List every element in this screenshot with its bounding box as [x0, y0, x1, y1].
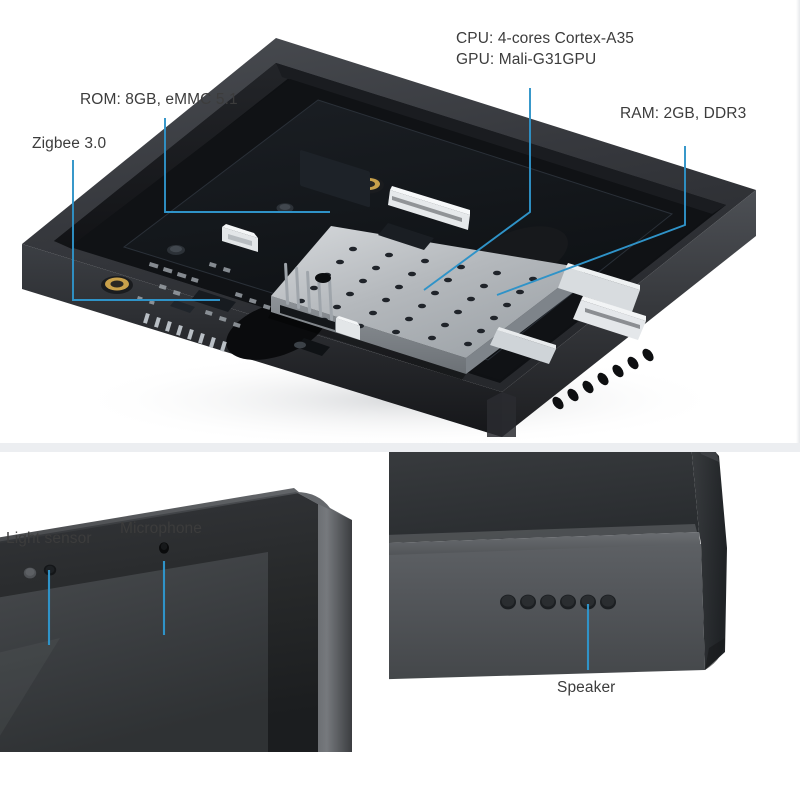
chassis-vent-slots: [552, 348, 654, 410]
connector-white-left: [222, 224, 258, 252]
microphone-hole: [159, 542, 169, 554]
callout-label-speaker: Speaker: [557, 679, 616, 696]
callout-label-cpu: CPU: 4-cores Cortex-A35: [456, 30, 635, 47]
connector-white-bottom: [336, 316, 360, 340]
chip-emmc: [378, 223, 434, 250]
speaker-edge-illustration: [389, 452, 727, 680]
fpc-connector-right-2: [573, 296, 646, 340]
standoff-screw-left: [101, 276, 133, 294]
castellated-pads: [143, 313, 227, 352]
callout-label-zigbee: Zigbee 3.0: [32, 135, 107, 152]
pin-header: [280, 262, 335, 330]
bezel-illustration: [0, 488, 352, 752]
callout-label-light-sensor: Light sensor: [6, 530, 92, 547]
callout-label-rom: ROM: 8GB, eMMC 5.1: [80, 91, 238, 108]
callout-label-microphone: Microphone: [120, 520, 202, 537]
enclosure-illustration: [22, 38, 756, 443]
fpc-connector-front: [490, 327, 556, 364]
panel-right-edge-shade: [796, 0, 800, 443]
callout-label-ram: RAM: 2GB, DDR3: [620, 105, 747, 122]
panel-divider-horizontal: [0, 443, 800, 452]
panel-front-bezel-corner: Light sensor Microphone: [0, 452, 372, 800]
speaker-holes: [500, 594, 616, 610]
panel-divider-vertical: [372, 452, 389, 800]
panel-enclosure-internals: Zigbee 3.0 ROM: 8GB, eMMC 5.1 CPU: 4-cor…: [22, 0, 800, 443]
panel-speaker-edge: Speaker: [389, 452, 800, 800]
callout-label-gpu: GPU: Mali-G31GPU: [456, 51, 597, 68]
